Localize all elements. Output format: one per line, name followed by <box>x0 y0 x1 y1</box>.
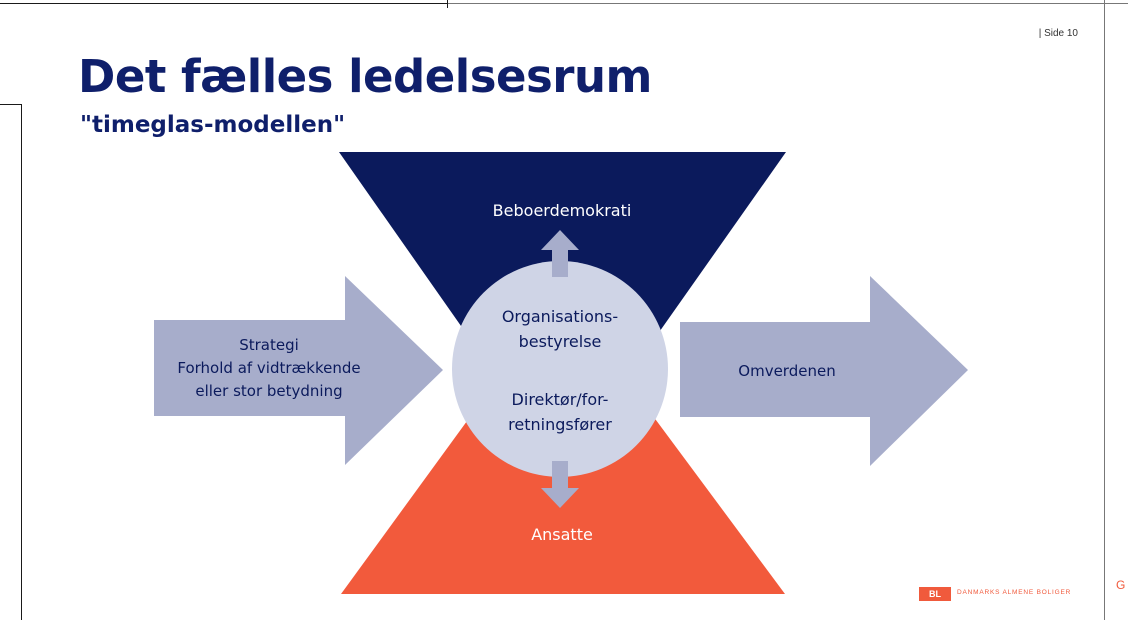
edge-letter: G <box>1116 578 1126 592</box>
frame-right-vertical <box>1104 0 1105 620</box>
frame-left-vertical <box>21 104 22 620</box>
left-arrow-line-3: eller stor betydning <box>195 382 342 400</box>
center-line-4: retningsfører <box>508 415 612 434</box>
frame-left-line <box>0 104 21 105</box>
slide-title: Det fælles ledelsesrum <box>78 50 652 103</box>
up-arrow-icon <box>541 230 579 277</box>
center-line-2: bestyrelse <box>519 332 602 351</box>
down-arrow-icon <box>541 461 579 508</box>
left-arrow-line-1: Strategi <box>239 336 299 354</box>
center-line-3: Direktør/for- <box>512 390 609 409</box>
center-circle <box>452 261 668 477</box>
frame-notch-line <box>447 0 448 8</box>
bl-logo-mark: BL <box>919 587 951 601</box>
bl-logo-text: DANMARKS ALMENE BOLIGER <box>957 589 1072 596</box>
left-arrow-line-2: Forhold af vidtrækkende <box>177 359 360 377</box>
bottom-label: Ansatte <box>531 525 593 544</box>
page-number: | Side 10 <box>1038 28 1078 39</box>
center-line-1: Organisations- <box>502 307 618 326</box>
top-label: Beboerdemokrati <box>493 201 632 220</box>
frame-top-right-line <box>448 3 1128 4</box>
left-arrow <box>154 276 443 465</box>
right-arrow <box>680 276 968 466</box>
frame-top-line <box>0 3 448 4</box>
slide-subtitle: "timeglas-modellen" <box>80 112 346 138</box>
right-arrow-label: Omverdenen <box>738 362 835 380</box>
